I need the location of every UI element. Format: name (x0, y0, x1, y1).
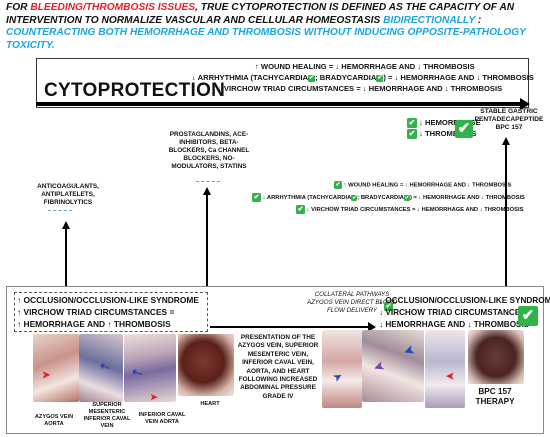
occlusion-line-3: ↑ HEMORRHAGE AND ↑ THROMBOSIS (17, 319, 171, 329)
photo-therapy-azygos (322, 330, 362, 408)
photo-heart (178, 334, 234, 396)
photo-therapy-mesenteric (362, 330, 424, 402)
cyto-wound-healing: ↑ WOUND HEALING = ↓ HEMORRHAGE AND ↓ THR… (255, 62, 475, 71)
presentation-text: PRESENTATION OF THE AZYGOS VEIN, SUPERIO… (237, 334, 319, 400)
bpc157-title: STABLE GASTRIC PENTADECAPEPTIDE BPC 157 (474, 108, 544, 131)
photo-azygos-vein (33, 334, 79, 402)
bpc157-thrombosis: ↓ THROMBOSIS (419, 129, 477, 138)
arrow-anticoag-head (62, 221, 70, 229)
check-icon: ✔ (334, 181, 342, 189)
mid-wound-healing-text: ↑ WOUND HEALING = ↓ HEMORRHAGE AND ↓ THR… (343, 182, 512, 189)
intro-highlight-blue: BIDIRECTIONALLY (383, 14, 476, 26)
photo-therapy-caval (425, 330, 465, 408)
mid-wound-healing: ✔ ↑ WOUND HEALING = ↓ HEMORRHAGE AND ↓ T… (334, 181, 511, 189)
intro-text: , TRUE CYTOPROTECTION IS DEFINED AS THE … (6, 2, 515, 26)
caption-azygos-aorta: AZYGOS VEIN AORTA (34, 414, 74, 427)
red-arrow-icon: ➤ (42, 370, 51, 381)
protective-drugs-label: PROSTAGLANDINS, ACE-INHIBITORS, BETA-BLO… (168, 131, 250, 170)
mid-virchow: ✔ ↓ VIRCHOW TRIAD CIRCUMSTANCES = ↓ HEMO… (296, 205, 524, 214)
bpc157-hemorrhage: ↓ HEMORRHAGE (419, 118, 481, 127)
collateral-pathways: COLLATERAL PATHWAYS AZYGOS VEIN DIRECT B… (306, 291, 398, 314)
therapy-line-3: ↓ HEMORRHAGE AND ↓ THROMBOSIS (379, 320, 530, 329)
check-icon: ✔ (252, 193, 261, 202)
caption-smv-icv: SUPERIOR MESENTERIC INFERIOR CAVAL VEIN (83, 402, 131, 429)
intro-highlight-blue-sentence: COUNTERACTING BOTH HEMORRHAGE AND THROMB… (6, 27, 526, 51)
occlusion-dashed-box (14, 292, 208, 332)
arrow-protective-shaft (206, 193, 208, 291)
main-arrow-head (520, 98, 530, 110)
red-arrow-icon: ➤ (150, 392, 158, 402)
dash-line (48, 210, 72, 211)
intro-definition: FOR BLEEDING/THROMBOSIS ISSUES, TRUE CYT… (6, 2, 544, 52)
cyto-virchow: ↓ VIRCHOW TRIAD CIRCUMSTANCES = ↓ HEMORR… (218, 84, 503, 93)
dash-line (196, 181, 220, 182)
bottom-arrow-head (368, 322, 376, 332)
check-icon: ✔ (404, 194, 410, 201)
main-arrow-shaft (36, 102, 522, 106)
mid-arrhythmia-c: ) = ↓ HEMORRHAGE AND ↓ THROMBOSIS (410, 195, 525, 202)
check-icon: ✔ (308, 74, 316, 82)
caption-heart: HEART (200, 401, 220, 407)
therapy-line-1: ↓ OCCLUSION/OCCLUSION-LIKE SYNDROME (379, 296, 550, 305)
check-icon: ✔ (407, 129, 417, 139)
check-icon: ✔ (376, 74, 384, 82)
arrow-protective-head (203, 187, 211, 195)
bpc157-therapy-label: BPC 157 THERAPY (475, 387, 515, 406)
intro-highlight-red: BLEEDING/THROMBOSIS ISSUES (30, 2, 196, 13)
check-icon: ✔ (407, 118, 417, 128)
arrow-anticoag-shaft (65, 227, 67, 291)
cyto-arrhythmia-a: ↓ ARRHYTHMIA (TACHYCARDIA (192, 73, 309, 82)
therapy-line-2: ↓ VIRCHOW TRIAD CIRCUMSTANCES = (379, 308, 533, 317)
mid-arrhythmia-b: ; BRADYCARDIA (357, 195, 404, 202)
photo-inferior-caval-vein (124, 334, 176, 402)
caption-icv-aorta: INFERIOR CAVAL VEIN AORTA (138, 412, 186, 425)
bottom-arrow-shaft (210, 326, 370, 328)
red-arrow-icon: ➤ (446, 370, 455, 381)
occlusion-line-2: ↑ VIRCHOW TRIAD CIRCUMSTANCES = (17, 307, 175, 317)
check-icon: ✔ (296, 205, 305, 214)
mid-virchow-text: ↓ VIRCHOW TRIAD CIRCUMSTANCES = ↓ HEMORR… (306, 207, 524, 214)
cyto-arrhythmia: ↓ ARRHYTHMIA (TACHYCARDIA✔; BRADYCARDIA✔… (192, 73, 534, 82)
occlusion-line-1: ↑ OCCLUSION/OCCLUSION-LIKE SYNDROME (17, 295, 199, 305)
big-check-icon: ✔ (455, 120, 473, 138)
cyto-arrhythmia-b: ; BRADYCARDIA (315, 73, 377, 82)
bpc157-effects: ✔ ↓ HEMORRHAGE ✔ ↓ THROMBOSIS (407, 117, 481, 139)
big-check-icon: ✔ (518, 306, 538, 326)
photo-superior-mesenteric-vein (79, 334, 123, 402)
intro-text: FOR (6, 2, 31, 13)
cytoprotection-box (36, 58, 529, 108)
cyto-arrhythmia-c: ) = ↓ HEMORRHAGE AND ↓ THROMBOSIS (383, 73, 534, 82)
arrow-bpc-head (502, 137, 510, 145)
arrow-bpc-shaft (505, 143, 507, 291)
intro-text: : (475, 14, 482, 26)
mid-arrhythmia-a: ↓ ARRHYTHMIA (TACHYCARDIA (262, 195, 352, 202)
cytoprotection-title: CYTOPROTECTION (44, 80, 226, 101)
check-icon: ✔ (351, 194, 358, 201)
anticoagulant-drugs-label: ANTICOAGULANTS, ANTIPLATELETS, FIBRINOLY… (37, 183, 99, 206)
photo-therapy-heart (468, 330, 524, 384)
mid-arrhythmia: ✔ ↓ ARRHYTHMIA (TACHYCARDIA✔; BRADYCARDI… (252, 193, 525, 202)
check-icon: ✔ (384, 302, 393, 311)
